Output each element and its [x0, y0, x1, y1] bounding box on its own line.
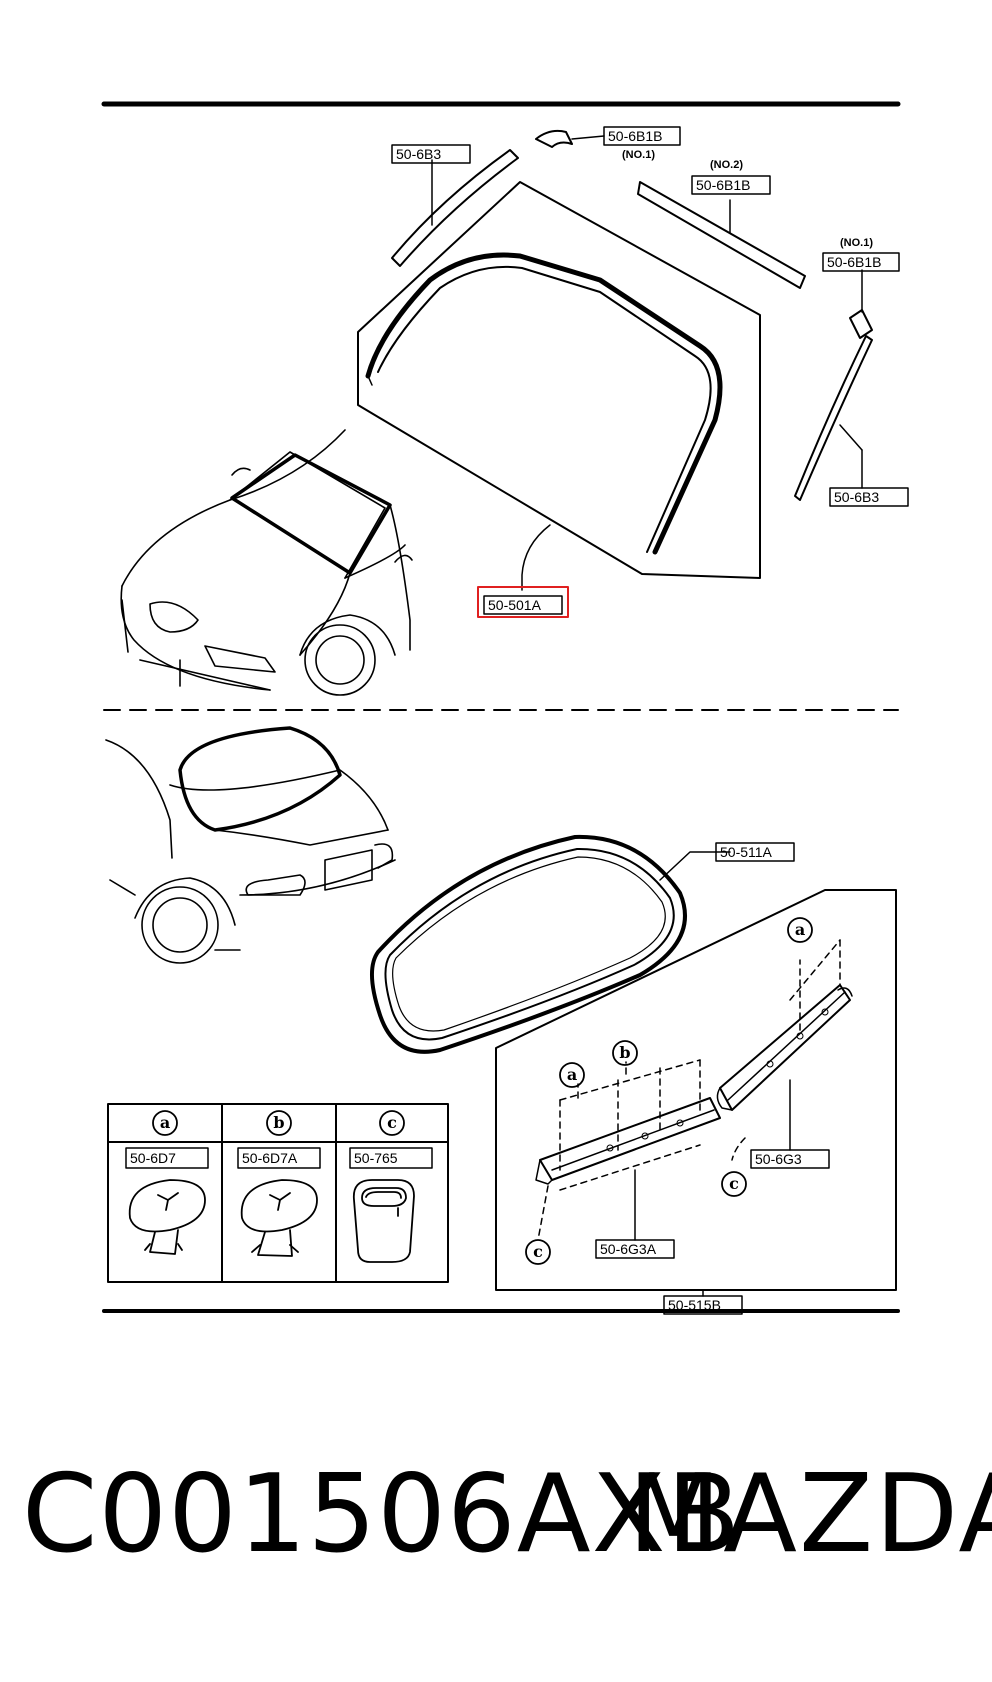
clip-b-drawing: [240, 1179, 318, 1257]
clip-table-grid: [107, 1103, 449, 1283]
moulding-right-part: [794, 269, 873, 501]
label-rear-moulding-set: 50-515B: [668, 1297, 721, 1313]
label-moulding-top-no1-sub: (NO.1): [622, 149, 655, 161]
part-code: C001506AXB: [22, 1452, 742, 1577]
label-moulding-right-lower: 50-6B3: [834, 489, 879, 505]
marker-c-right: c: [729, 1174, 739, 1193]
rear-moulding-left-part: [535, 1059, 721, 1241]
label-moulding-top-no1: 50-6B1B: [608, 128, 662, 144]
marker-a-left: a: [567, 1065, 577, 1084]
clip-a-part: 50-6D7: [130, 1150, 176, 1166]
label-moulding-left-top: 50-6B3: [396, 146, 441, 162]
rear-glass: [369, 834, 687, 1054]
highlight-frame: [477, 586, 569, 618]
clip-c-drawing: [352, 1179, 415, 1263]
clip-b-part: 50-6D7A: [242, 1150, 298, 1166]
brand-name: MAZDA: [628, 1452, 992, 1577]
marker-a-right: a: [795, 920, 805, 939]
diagram-canvas: 50-6B3 50-6B1B (NO.1) (NO.2) 50-6B1B (NO…: [101, 101, 909, 1315]
label-moulding-right-no1-sub: (NO.1): [840, 237, 873, 249]
marker-c-left: c: [533, 1242, 543, 1261]
label-rear-moulding-left: 50-6G3A: [600, 1241, 657, 1257]
windshield-panel-outline: [357, 181, 761, 579]
front-car-sketch: [120, 429, 413, 696]
moulding-top-no2-part: [637, 181, 806, 289]
moulding-left-top-part: [391, 149, 519, 267]
callout-boxes: [125, 126, 909, 1315]
clip-a-letter: a: [160, 1113, 170, 1132]
rear-moulding-box: [495, 889, 897, 1291]
clip-b-letter: b: [273, 1113, 284, 1132]
label-moulding-top-no2: 50-6B1B: [696, 177, 750, 193]
label-rear-glass: 50-511A: [720, 844, 773, 860]
callout-leader-windshield: [521, 524, 551, 591]
clip-a-drawing: [128, 1179, 206, 1255]
windshield-glass: [365, 252, 723, 555]
label-rear-moulding-right: 50-6G3: [755, 1151, 802, 1167]
marker-circles: [152, 917, 813, 1265]
clip-c-part: 50-765: [354, 1150, 398, 1166]
moulding-corner-piece: [535, 129, 573, 148]
label-moulding-top-no2-sub: (NO.2): [710, 159, 743, 171]
callout-leader-top-no1: [571, 135, 605, 140]
label-windshield: 50-501A: [488, 597, 542, 613]
footer: C001506AXB MAZDA: [0, 1440, 992, 1590]
rear-moulding-right-part: [716, 939, 853, 1161]
marker-b: b: [619, 1043, 630, 1062]
label-moulding-right-no1: 50-6B1B: [827, 254, 881, 270]
rear-car-sketch: [105, 726, 396, 964]
clip-c-letter: c: [387, 1113, 397, 1132]
